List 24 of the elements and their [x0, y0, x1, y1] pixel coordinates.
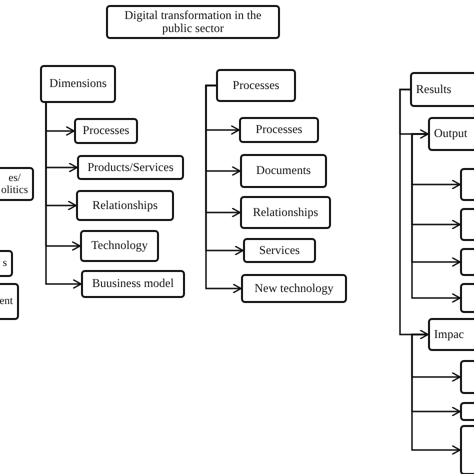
process-box: Processes	[216, 69, 296, 102]
process-box: Processes	[239, 117, 319, 143]
process-box: New technology	[241, 274, 347, 303]
process-box: Output	[428, 117, 474, 151]
process-box: Results	[410, 72, 474, 107]
arrow	[411, 334, 461, 456]
process-box: Technology	[80, 230, 159, 262]
process-box: s	[0, 250, 13, 277]
process-box: Impac	[428, 318, 474, 351]
process-box: Buusiness model	[81, 270, 185, 298]
arrow	[45, 103, 82, 290]
process-box: Products/Services	[77, 155, 184, 180]
arrow	[205, 84, 242, 294]
process-box: Documents	[240, 154, 327, 188]
process-box: es/ olitics	[0, 167, 34, 201]
arrow	[399, 88, 429, 340]
process-box: Relationships	[76, 190, 174, 221]
process-box: Digital transformation in the public sector	[106, 5, 280, 39]
process-box: Dimensions	[40, 65, 116, 103]
process-box: Processes	[74, 118, 138, 144]
arrow	[411, 133, 461, 304]
process-box: ent	[0, 283, 19, 320]
process-box: Relationships	[240, 196, 331, 229]
process-box: Services	[243, 238, 316, 263]
